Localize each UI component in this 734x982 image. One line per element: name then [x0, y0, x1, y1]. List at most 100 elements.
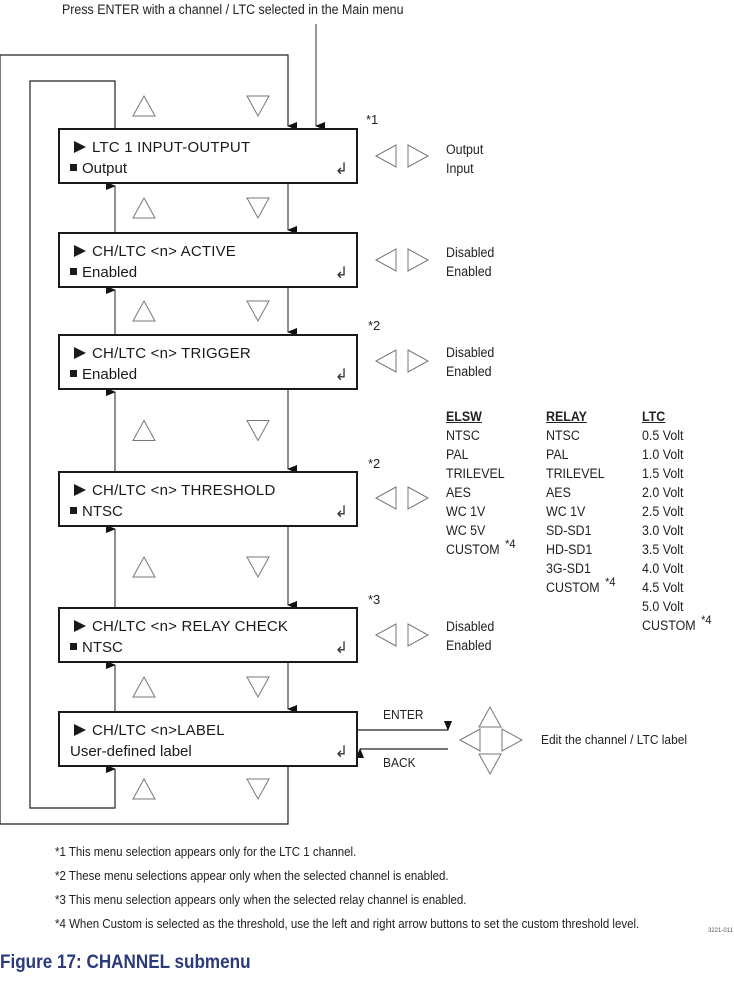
threshold-column-elsw: ELSW NTSC PAL TRILEVEL AES WC 1V WC 5V C…	[446, 407, 516, 560]
menu-value: NTSC	[82, 503, 123, 520]
arrow-down-outline-icon	[246, 197, 270, 220]
menu-title: CH/LTC <n> RELAY CHECK	[92, 618, 289, 635]
threshold-item: TRILEVEL	[546, 466, 605, 481]
back-label: BACK	[383, 755, 416, 770]
menu-title: CH/LTC <n>LABEL	[92, 722, 225, 739]
threshold-item: WC 1V	[446, 504, 486, 519]
threshold-item: 4.0 Volt	[642, 561, 684, 576]
threshold-item: CUSTOM	[546, 580, 600, 595]
note-marker: *4	[605, 575, 616, 589]
footnote: *2 These menu selections appear only whe…	[55, 869, 449, 883]
enter-return-icon: ↲	[334, 640, 348, 657]
menu-box-relay-check[interactable]: CH/LTC <n> RELAY CHECK NTSC ↲	[58, 607, 358, 663]
option-item: Enabled	[446, 364, 492, 379]
arrow-down-outline-icon	[246, 676, 270, 699]
menu-title: CH/LTC <n> THRESHOLD	[92, 482, 276, 499]
arrow-right-outline-icon	[407, 623, 430, 647]
note-marker: *2	[368, 456, 381, 471]
arrow-right-outline-icon	[407, 349, 430, 373]
threshold-item: TRILEVEL	[446, 466, 505, 481]
arrow-up-outline-icon	[132, 419, 156, 441]
menu-value: User-defined label	[70, 743, 192, 760]
arrow-right-outline-icon	[407, 144, 430, 168]
menu-box-ltc-input-output[interactable]: LTC 1 INPUT-OUTPUT Output ↲	[58, 128, 358, 184]
arrow-left-outline-icon	[374, 248, 397, 272]
arrow-up-outline-icon	[478, 705, 502, 728]
threshold-item: 1.0 Volt	[642, 447, 684, 462]
threshold-item: 2.0 Volt	[642, 485, 684, 500]
arrow-up-outline-icon	[132, 555, 156, 578]
menu-title: CH/LTC <n> TRIGGER	[92, 345, 251, 362]
arrow-down-outline-icon	[478, 753, 502, 776]
threshold-item: SD-SD1	[546, 523, 592, 538]
menu-box-label[interactable]: CH/LTC <n>LABEL User-defined label ↲	[58, 711, 358, 767]
column-header: LTC	[642, 409, 666, 424]
options-relay-check: Disabled Enabled	[446, 617, 494, 655]
option-item: Enabled	[446, 264, 492, 279]
threshold-item: NTSC	[446, 428, 480, 443]
threshold-item: CUSTOM	[642, 618, 696, 633]
threshold-item: PAL	[546, 447, 569, 462]
arrow-up-outline-icon	[132, 299, 156, 322]
label-edit-description: Edit the channel / LTC label	[541, 732, 688, 747]
arrow-left-outline-icon	[374, 349, 397, 373]
note-marker: *2	[368, 318, 381, 333]
menu-box-threshold[interactable]: CH/LTC <n> THRESHOLD NTSC ↲	[58, 471, 358, 527]
note-marker: *4	[505, 537, 516, 551]
option-item: Input	[446, 161, 474, 176]
triangle-right-icon	[74, 724, 86, 736]
threshold-item: CUSTOM	[446, 542, 500, 557]
footnote: *1 This menu selection appears only for …	[55, 845, 357, 859]
threshold-item: 4.5 Volt	[642, 580, 684, 595]
options-trigger: Disabled Enabled	[446, 343, 494, 381]
note-marker: *4	[701, 613, 712, 627]
option-item: Output	[446, 142, 484, 157]
threshold-item: AES	[446, 485, 471, 500]
column-header: RELAY	[546, 409, 587, 424]
option-item: Disabled	[446, 345, 495, 360]
arrow-left-outline-icon	[458, 728, 481, 752]
menu-value: Enabled	[82, 264, 138, 281]
menu-title: LTC 1 INPUT-OUTPUT	[92, 139, 251, 156]
footnote: *4 When Custom is selected as the thresh…	[55, 917, 640, 931]
threshold-item: 3.0 Volt	[642, 523, 684, 538]
note-marker: *3	[368, 592, 381, 607]
square-bullet-icon	[70, 507, 77, 514]
options-active: Disabled Enabled	[446, 243, 494, 281]
square-bullet-icon	[70, 370, 77, 377]
options-ltc-input-output: Output Input	[446, 140, 483, 178]
threshold-item: 3G-SD1	[546, 561, 591, 576]
arrow-left-outline-icon	[374, 144, 397, 168]
arrow-up-outline-icon	[132, 94, 156, 117]
threshold-item: 3.5 Volt	[642, 542, 684, 557]
arrow-left-outline-icon	[374, 623, 397, 647]
arrow-up-outline-icon	[132, 777, 156, 800]
header-note: Press ENTER with a channel / LTC selecte…	[62, 2, 404, 17]
arrow-up-outline-icon	[132, 675, 156, 698]
threshold-item: 2.5 Volt	[642, 504, 684, 519]
option-item: Disabled	[446, 619, 495, 634]
threshold-item: AES	[546, 485, 571, 500]
menu-title: CH/LTC <n> ACTIVE	[92, 243, 237, 260]
menu-box-active[interactable]: CH/LTC <n> ACTIVE Enabled ↲	[58, 232, 358, 288]
option-item: Enabled	[446, 638, 492, 653]
loop-connector-down	[0, 54, 297, 825]
enter-return-icon: ↲	[334, 504, 348, 521]
figure-caption: Figure 17: CHANNEL submenu	[0, 952, 251, 973]
threshold-item: 0.5 Volt	[642, 428, 684, 443]
figure-id: 3221-011	[708, 928, 733, 934]
enter-return-icon: ↲	[334, 265, 348, 282]
threshold-item: PAL	[446, 447, 469, 462]
enter-return-icon: ↲	[334, 367, 348, 384]
triangle-right-icon	[74, 141, 86, 153]
arrow-right-outline-icon	[407, 486, 430, 510]
threshold-item: WC 1V	[546, 504, 586, 519]
triangle-right-icon	[74, 245, 86, 257]
triangle-right-icon	[74, 620, 86, 632]
enter-return-icon: ↲	[334, 161, 348, 178]
threshold-item: 5.0 Volt	[642, 599, 684, 614]
threshold-column-ltc: LTC 0.5 Volt 1.0 Volt 1.5 Volt 2.0 Volt …	[642, 407, 712, 636]
menu-box-trigger[interactable]: CH/LTC <n> TRIGGER Enabled ↲	[58, 334, 358, 390]
column-header: ELSW	[446, 409, 482, 424]
